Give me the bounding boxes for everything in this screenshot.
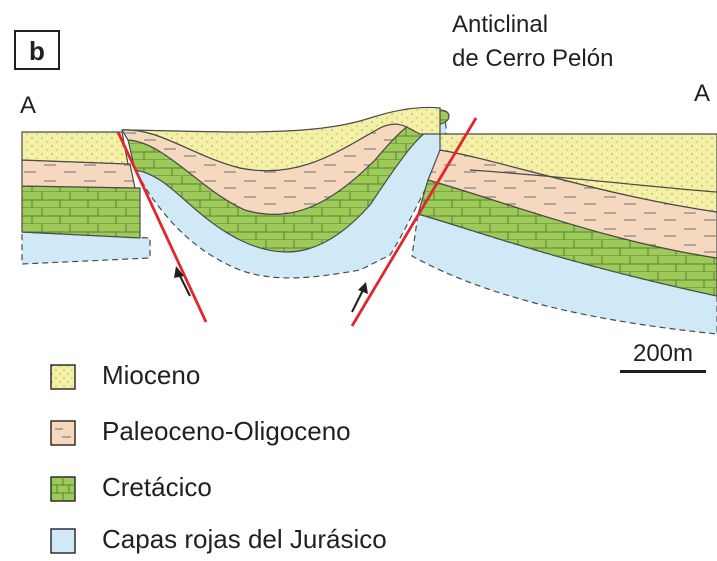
anticline-label: Anticlinal de Cerro Pelón xyxy=(452,8,613,76)
legend-label-jurasico: Capas rojas del Jurásico xyxy=(102,524,387,555)
cretaceous-layer-left xyxy=(22,186,140,238)
central-block xyxy=(122,107,449,277)
legend-swatch-jurasico xyxy=(50,528,76,554)
legend-swatch-mioceno xyxy=(50,364,76,390)
scale-bar-line xyxy=(620,370,706,373)
legend-swatch-paleoceno-oligoceno xyxy=(50,420,76,446)
legend-label-cretacico: Cretácico xyxy=(102,472,212,503)
anticline-label-line1: Anticlinal xyxy=(452,8,613,42)
right-block xyxy=(412,134,717,334)
legend-label-mioceno: Mioceno xyxy=(102,360,200,391)
panel-label-box: b xyxy=(14,30,60,70)
legend-swatch-cretacico xyxy=(50,476,76,502)
scale-bar: 200m xyxy=(620,340,706,373)
scale-bar-label: 200m xyxy=(620,340,706,368)
section-start-label: A xyxy=(20,92,36,120)
anticline-label-line2: de Cerro Pelón xyxy=(452,42,613,76)
miocene-layer-left xyxy=(22,132,128,164)
panel-label: b xyxy=(16,36,58,67)
section-end-label: A xyxy=(694,80,710,108)
right-fault-arrow xyxy=(352,282,368,312)
legend-label-paleoceno-oligoceno: Paleoceno-Oligoceno xyxy=(102,416,351,447)
